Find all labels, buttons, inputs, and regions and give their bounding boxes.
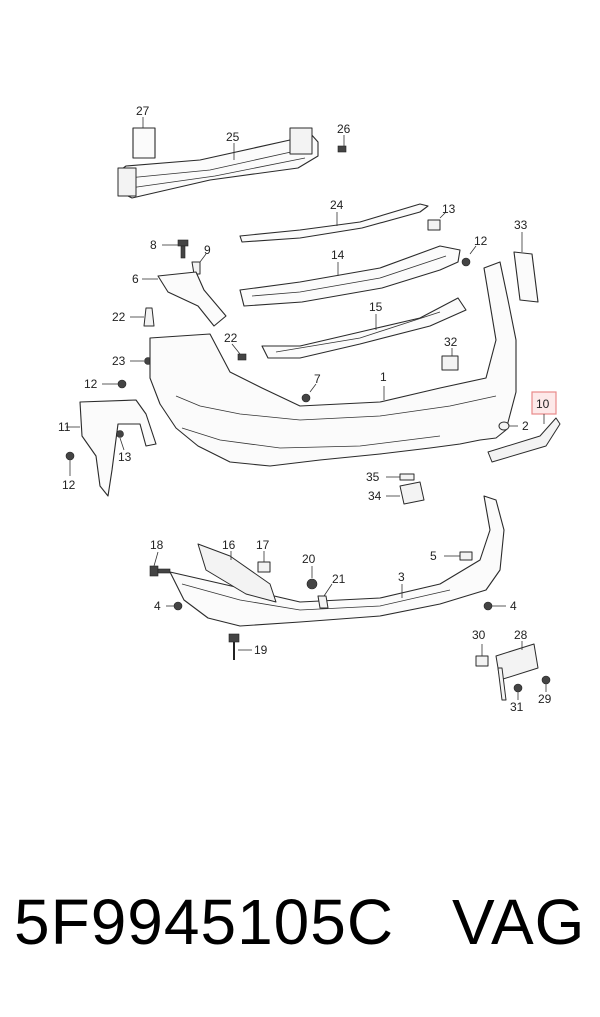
part-1-bumper-cover xyxy=(149,261,517,467)
part-18-bolt xyxy=(149,551,171,577)
part-31-screw xyxy=(513,683,523,700)
callout-21: 21 xyxy=(332,572,346,586)
callout-16: 16 xyxy=(222,538,236,552)
callout-4-right: 4 xyxy=(510,599,517,613)
part-22-clip xyxy=(130,307,155,327)
part-30-clip xyxy=(475,644,489,667)
callout-33: 33 xyxy=(514,218,528,232)
part-24-strip xyxy=(239,203,429,243)
callout-25: 25 xyxy=(226,130,240,144)
callout-26: 26 xyxy=(337,122,351,136)
callout-11: 11 xyxy=(58,420,71,434)
callout-7: 7 xyxy=(314,372,321,386)
callout-1: 1 xyxy=(380,370,387,384)
part-20-nut xyxy=(306,566,318,590)
part-6-bracket xyxy=(142,271,227,327)
callout-15: 15 xyxy=(369,300,383,314)
part-29-screw xyxy=(541,675,551,692)
callout-13: 13 xyxy=(442,202,456,216)
part-15-guide xyxy=(261,297,467,359)
part-21-clip xyxy=(317,583,333,609)
callout-8: 8 xyxy=(150,238,157,252)
part-25-impact-beam xyxy=(117,127,319,199)
part-4-screw-left xyxy=(166,601,183,611)
part-2-cap xyxy=(498,421,518,431)
callout-10: 10 xyxy=(536,397,550,411)
part-13-clip xyxy=(427,211,447,231)
part-22-clip-center xyxy=(231,343,247,361)
callout-6: 6 xyxy=(132,272,139,286)
part-12-screw xyxy=(461,245,477,267)
callout-23: 23 xyxy=(112,354,126,368)
callout-12-top: 12 xyxy=(474,234,488,248)
callout-9: 9 xyxy=(204,243,211,257)
part-17-clip xyxy=(257,551,271,573)
parts-diagram: 27 25 26 24 13 33 12 8 9 14 6 15 22 22 3… xyxy=(58,104,561,714)
part-11-side-bracket xyxy=(66,399,157,497)
callout-18: 18 xyxy=(150,538,164,552)
callout-29: 29 xyxy=(538,692,552,706)
callout-12-left: 12 xyxy=(84,377,98,391)
callout-32: 32 xyxy=(444,335,458,349)
part-7-screw xyxy=(301,383,317,403)
part-13-clip-left xyxy=(116,430,125,451)
callout-3: 3 xyxy=(398,570,405,584)
footer: 5F9945105C VAG xyxy=(0,885,600,995)
part-26-bolt xyxy=(337,135,347,153)
part-27-plate xyxy=(132,117,156,159)
callout-2: 2 xyxy=(522,419,529,433)
part-8-bolt xyxy=(162,239,189,259)
part-23-screw xyxy=(130,357,152,365)
callout-19: 19 xyxy=(254,643,268,657)
callout-27: 27 xyxy=(136,104,150,118)
callout-5: 5 xyxy=(430,549,437,563)
part-32-tag xyxy=(441,348,459,371)
brand-label: VAG xyxy=(452,886,586,958)
part-19-bolt xyxy=(228,633,252,660)
callout-35: 35 xyxy=(366,470,380,484)
callout-30: 30 xyxy=(472,628,486,642)
part-34-holder xyxy=(386,481,425,505)
part-35-clip xyxy=(386,473,415,481)
part-16-bracket xyxy=(197,543,277,603)
part-5-clip xyxy=(444,551,473,561)
part-33-plate xyxy=(513,232,539,303)
callout-24: 24 xyxy=(330,198,344,212)
callout-20: 20 xyxy=(302,552,316,566)
callout-28: 28 xyxy=(514,628,528,642)
callout-4-left: 4 xyxy=(154,599,161,613)
part-12-screw-left xyxy=(65,379,127,476)
callout-22-left: 22 xyxy=(112,310,126,324)
callout-12-bottom: 12 xyxy=(62,478,76,492)
callout-31: 31 xyxy=(510,700,524,714)
callout-34: 34 xyxy=(368,489,382,503)
part-9-clip xyxy=(191,253,207,275)
callout-22-center: 22 xyxy=(224,331,238,345)
callout-14: 14 xyxy=(331,248,345,262)
part-10-reflector xyxy=(487,391,561,463)
part-number: 5F9945105C xyxy=(14,886,395,958)
part-14-guide xyxy=(239,245,461,307)
callout-17: 17 xyxy=(256,538,270,552)
part-4-screw-right xyxy=(483,601,506,611)
callout-13-left: 13 xyxy=(118,450,132,464)
